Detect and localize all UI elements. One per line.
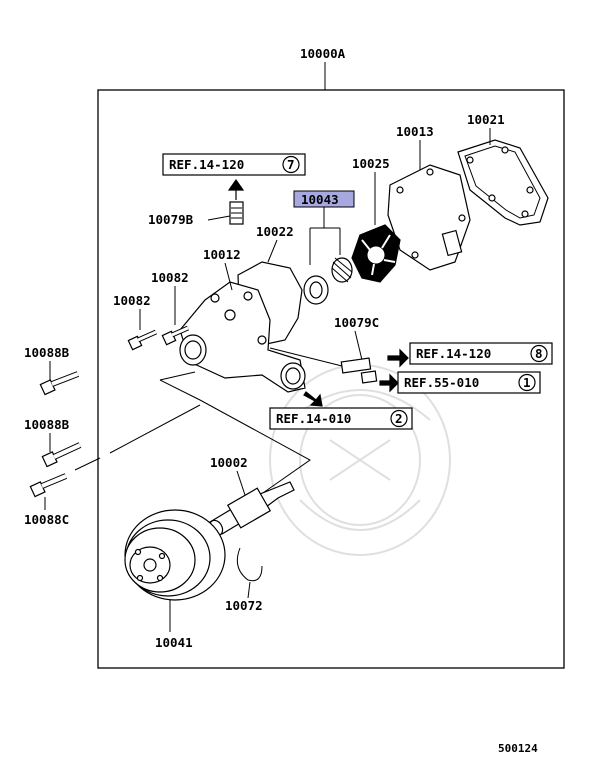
bolt-10088C[interactable] [29, 473, 68, 498]
part-label-10041[interactable]: 10041 [155, 635, 193, 650]
assembly-label[interactable]: 10000A [300, 46, 346, 61]
ref-text: REF.14-120 [416, 346, 491, 361]
pulley-10041[interactable] [124, 509, 226, 601]
part-label-10088B-upper[interactable]: 10088B [24, 345, 70, 360]
part-label-10088C[interactable]: 10088C [24, 512, 69, 527]
fitting-10079B[interactable] [229, 201, 244, 225]
part-label-10025[interactable]: 10025 [352, 156, 390, 171]
bolt-10082-b[interactable] [127, 329, 158, 351]
ref-num: 8 [535, 346, 543, 361]
leader-10079C [354, 330, 363, 361]
snap-ring-10072[interactable] [236, 547, 263, 582]
cover-10013[interactable] [387, 164, 471, 271]
leader-10072 [247, 581, 251, 599]
ref-num: 2 [395, 411, 403, 426]
ref-callout-55-010-1[interactable]: REF.55-010 1 [397, 371, 541, 394]
leader-10079B [207, 215, 231, 221]
part-label-10013[interactable]: 10013 [396, 124, 434, 139]
fitting-10079C[interactable] [340, 357, 378, 384]
part-label-10079B[interactable]: 10079B [148, 212, 194, 227]
ref-callout-14-120-7[interactable]: REF.14-120 7 [162, 153, 306, 176]
arrow-up-icon [227, 178, 245, 200]
part-label-10012[interactable]: 10012 [203, 247, 241, 262]
part-label-10021[interactable]: 10021 [467, 112, 505, 127]
bolt-10088B-b[interactable] [41, 442, 82, 468]
leader-10022 [267, 239, 278, 263]
seal-10043[interactable] [303, 257, 353, 305]
assembly-frame [97, 89, 565, 669]
part-label-10088B-lower[interactable]: 10088B [24, 417, 70, 432]
arrow-right-icon [379, 373, 399, 393]
arrow-right-icon [387, 348, 409, 368]
bolt-10088B-a[interactable] [39, 371, 80, 396]
pump-housing-10012[interactable] [179, 281, 306, 393]
ref-text: REF.14-010 [276, 411, 351, 426]
gasket-10021[interactable] [457, 139, 549, 226]
part-label-10002[interactable]: 10002 [210, 455, 248, 470]
part-label-10072[interactable]: 10072 [225, 598, 263, 613]
guide-line-body [159, 371, 196, 381]
pipe-line [269, 347, 351, 369]
part-label-10082-upper[interactable]: 10082 [151, 270, 189, 285]
leader-10043 [309, 207, 341, 265]
ref-num: 1 [523, 375, 531, 390]
guide-line-shaft [159, 379, 311, 496]
part-label-10022[interactable]: 10022 [256, 224, 294, 239]
arrow-down-right-icon [303, 391, 323, 407]
impeller-10025[interactable] [351, 224, 401, 283]
diagram-code: 500124 [498, 742, 538, 755]
ref-text: REF.14-120 [169, 157, 244, 172]
shaft-bearing-10002[interactable] [207, 481, 295, 538]
ref-num: 7 [287, 157, 295, 172]
bolt-10082-a[interactable] [161, 325, 190, 346]
leader-10012 [224, 262, 233, 291]
guide-line-bolts [74, 404, 201, 471]
part-label-10079C[interactable]: 10079C [334, 315, 379, 330]
ref-text: REF.55-010 [404, 375, 479, 390]
ref-callout-14-120-8[interactable]: REF.14-120 8 [409, 342, 553, 365]
leader-10002 [236, 470, 246, 496]
part-label-10043[interactable]: 10043 [301, 192, 339, 207]
part-label-10082-lower[interactable]: 10082 [113, 293, 151, 308]
ref-callout-14-010-2[interactable]: REF.14-010 2 [269, 407, 413, 430]
